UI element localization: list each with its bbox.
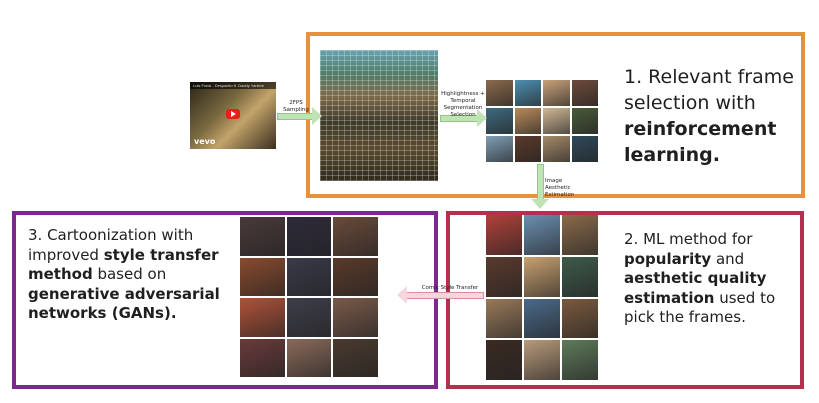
step-3-bold-a: style transfer method	[28, 245, 219, 284]
transfer-arrow	[406, 292, 484, 299]
aesthetic-frame	[524, 298, 560, 339]
step-3-text-b: based on	[92, 265, 167, 283]
transfer-arrowhead	[397, 286, 407, 304]
aesthetic-label: Image Aesthetic Estimation	[545, 178, 583, 199]
aesthetic-frame	[486, 298, 522, 339]
selected-frame	[543, 136, 570, 162]
aesthetic-label-line-1: Image	[545, 178, 563, 184]
aesthetic-frame	[562, 215, 598, 255]
cartoon-frame	[333, 338, 378, 377]
step-1-bold: reinforcement learning.	[624, 118, 777, 166]
selected-frame	[486, 136, 513, 162]
aesthetic-frame	[524, 256, 560, 297]
transfer-label: Comic Style Transfer	[421, 285, 479, 291]
aesthetic-arrowhead	[531, 199, 549, 209]
selected-frames-grid	[486, 80, 598, 162]
sampling-label: 2FPS Sampling	[283, 100, 309, 113]
cartoon-frame	[333, 257, 378, 296]
step-2-bold-a: popularity	[624, 249, 712, 268]
sampling-arrowhead	[312, 107, 322, 125]
video-title-bar	[190, 82, 276, 89]
step-2-box	[446, 211, 804, 389]
selected-frame	[571, 136, 598, 162]
vevo-logo: vevo	[194, 137, 216, 146]
step-2-bold-b: aesthetic quality estimation	[624, 269, 767, 307]
selection-label-line-2: Temporal	[450, 98, 476, 104]
step-3-caption: 3. Cartoonization with improved style tr…	[28, 226, 238, 324]
selection-label: Highlightness + Temporal Segmentation Se…	[440, 91, 486, 119]
selected-frame	[543, 80, 570, 106]
step-3-bold-b: generative adversarial networks (GANs).	[28, 284, 220, 323]
cartoon-frame	[286, 298, 332, 337]
aesthetic-frame	[486, 215, 522, 255]
sampling-arrow	[277, 113, 313, 120]
cartoon-frame	[240, 257, 285, 296]
aesthetic-frame	[562, 298, 598, 339]
step-3-box	[12, 211, 438, 389]
cartoon-frame	[286, 257, 332, 296]
cartoon-frame	[240, 298, 285, 337]
aesthetic-label-line-3: Estimation	[545, 192, 575, 198]
selection-label-line-3: Segmentation	[443, 105, 483, 111]
selected-frame	[486, 108, 513, 134]
selected-frame	[543, 108, 570, 134]
selected-frame	[514, 80, 541, 106]
step-2-text-b: and	[711, 249, 745, 268]
selected-frame	[514, 136, 541, 162]
selected-frame	[571, 108, 598, 134]
video-thumbnail: Luis Fonsi - Despacito ft. Daddy Yankee …	[190, 82, 276, 149]
step-1-caption: 1. Relevant frame selection with reinfor…	[624, 64, 794, 168]
selected-frame	[514, 108, 541, 134]
selection-label-line-1: Highlightness +	[441, 91, 485, 97]
aesthetic-frames-grid	[486, 215, 598, 380]
selected-frame	[571, 80, 598, 106]
aesthetic-frame	[486, 340, 522, 380]
cartoon-frame	[240, 217, 285, 256]
aesthetic-label-line-2: Aesthetic	[545, 185, 571, 191]
video-title: Luis Fonsi - Despacito ft. Daddy Yankee	[193, 83, 264, 88]
step-2-caption: 2. ML method for popularity and aestheti…	[624, 230, 794, 328]
aesthetic-arrow	[537, 164, 544, 200]
cartoon-frame	[286, 338, 332, 377]
cartoon-frame	[286, 217, 332, 256]
step-3-text-a: 3. Cartoonization with improved	[28, 226, 194, 264]
aesthetic-frame	[562, 340, 598, 380]
selection-label-line-4: Selection	[450, 112, 476, 118]
step-1-text: 1. Relevant frame selection with	[624, 66, 794, 114]
selected-frame	[486, 80, 513, 106]
selection-arrowhead	[477, 109, 487, 127]
aesthetic-frame	[486, 256, 522, 297]
step-2-text-c: used to pick the frames.	[624, 288, 776, 327]
cartoon-frame	[333, 298, 378, 337]
cartoon-frame	[240, 338, 285, 377]
sampled-frames-mosaic	[320, 50, 438, 181]
aesthetic-frame	[562, 256, 598, 297]
step-2-text-a: 2. ML method for	[624, 230, 753, 248]
aesthetic-frame	[524, 340, 560, 380]
cartoon-frames-grid	[240, 217, 378, 377]
play-icon	[226, 109, 240, 119]
aesthetic-frame	[524, 215, 560, 255]
cartoon-frame	[333, 217, 378, 256]
